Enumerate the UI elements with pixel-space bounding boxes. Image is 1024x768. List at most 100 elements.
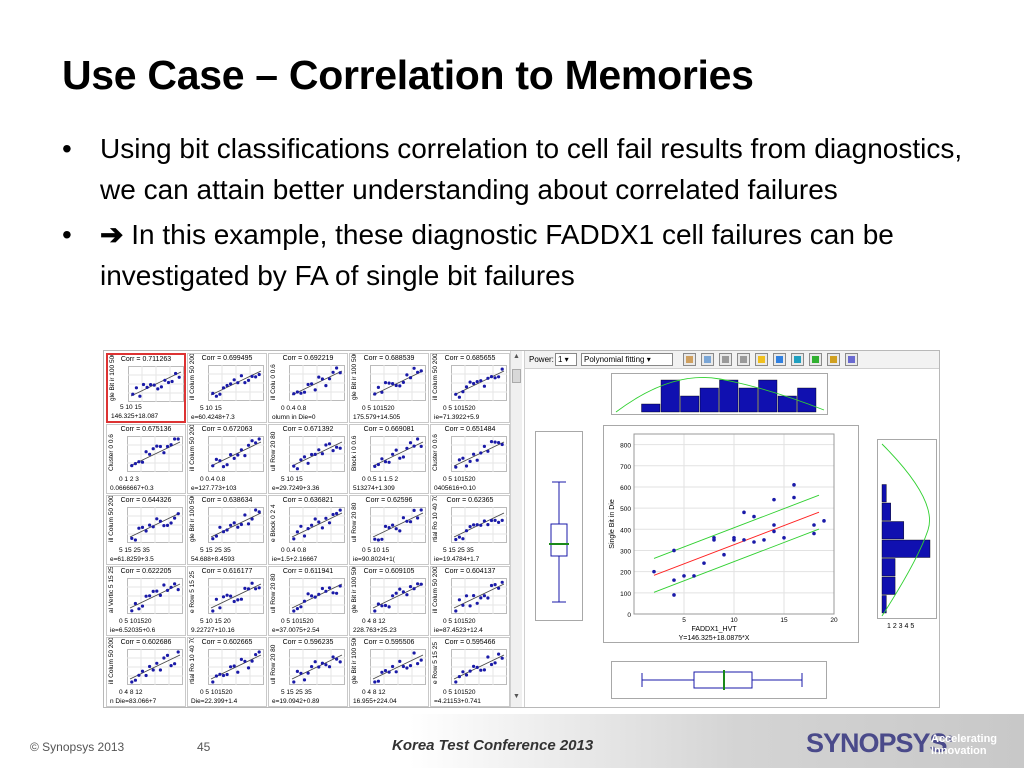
sort-icon[interactable]: [845, 353, 858, 366]
cell-ylabel: Cluster 0 0.6: [432, 434, 439, 471]
mini-scatter-point: [493, 376, 497, 380]
cell-equation: ie=19.4784+1.7: [434, 556, 480, 563]
fit-select[interactable]: Polynomial fitting ▾: [581, 353, 673, 366]
yellow-square-icon[interactable]: [755, 353, 768, 366]
mini-scatter-point: [482, 384, 486, 388]
mini-scatter-point: [236, 381, 240, 385]
mini-scatter-point: [155, 661, 159, 665]
mini-scatter-point: [170, 379, 174, 384]
mini-scatter-point: [412, 508, 416, 512]
pencil-icon[interactable]: [827, 353, 840, 366]
mini-scatter-point: [299, 671, 303, 675]
mini-scatter-point: [313, 517, 317, 521]
cell-xticks: 0 1 2 3: [119, 476, 139, 483]
mini-scatter-point: [229, 523, 233, 527]
cell-xticks: 0 5 101520: [281, 618, 314, 625]
mini-scatter-point: [457, 458, 461, 462]
mini-scatter-point: [416, 437, 420, 441]
power-select[interactable]: 1 ▾: [555, 353, 577, 366]
mini-scatter-point: [405, 666, 409, 670]
mini-scatter-point: [246, 443, 251, 447]
mini-scatter-point: [225, 528, 229, 532]
mini-scatter-point: [155, 444, 159, 448]
cell-ylabel: Block i 0 0.6: [351, 435, 358, 471]
mini-scatter-point: [221, 595, 226, 599]
mini-scatter-point: [454, 392, 458, 396]
scatter-point: [772, 523, 776, 527]
mini-scatter: [289, 649, 345, 685]
mini-scatter-point: [497, 375, 501, 379]
mini-scatter-point: [162, 451, 166, 455]
grid-icon[interactable]: [701, 353, 714, 366]
cell-equation: e=127.773+103: [191, 485, 237, 492]
cyan-square-icon[interactable]: [791, 353, 804, 366]
mini-scatter-point: [497, 441, 501, 445]
mini-scatter: [370, 365, 426, 401]
cell-xticks: 0 4 8 12: [362, 689, 386, 696]
mini-scatter-point: [225, 672, 229, 677]
mini-scatter-point: [398, 659, 402, 663]
mini-scatter-point: [482, 668, 486, 672]
mini-scatter-point: [500, 518, 504, 522]
table-icon[interactable]: [719, 353, 732, 366]
mini-scatter-point: [254, 441, 258, 445]
matrix-scrollbar[interactable]: ▲ ▼: [510, 351, 522, 707]
mini-scatter-point: [380, 390, 384, 394]
scroll-thumb[interactable]: [512, 369, 521, 383]
mini-scatter-point: [133, 538, 137, 542]
mini-scatter: [451, 578, 507, 614]
cell-ylabel: e Row 5 15 25: [189, 571, 196, 613]
cell-xticks: 0 5 101520: [443, 618, 476, 625]
mini-scatter-point: [489, 662, 494, 667]
y-tick-label: 500: [620, 506, 631, 513]
scroll-down-icon[interactable]: ▼: [513, 693, 520, 700]
mini-scatter-point: [394, 591, 398, 595]
scroll-up-icon[interactable]: ▲: [513, 353, 520, 360]
mini-scatter-point: [383, 460, 388, 464]
mini-scatter-point: [137, 460, 141, 464]
cell-xticks: 5 15 25 35: [443, 547, 474, 554]
y-boxplot: [535, 431, 583, 621]
mini-scatter-point: [401, 590, 405, 594]
blue-square-icon[interactable]: [773, 353, 786, 366]
corr-value: Corr = 0.651484: [444, 426, 496, 433]
x-boxplot: [611, 661, 827, 699]
text-icon[interactable]: [737, 353, 750, 366]
mini-scatter-point: [295, 390, 299, 394]
mini-scatter-point: [173, 437, 177, 441]
cell-ylabel: ill Colum 50 200: [432, 566, 439, 613]
mini-scatter-point: [376, 462, 380, 467]
green-square-icon[interactable]: [809, 353, 822, 366]
mini-scatter-point: [162, 583, 166, 587]
brush-icon[interactable]: [683, 353, 696, 366]
mini-scatter-point: [419, 582, 423, 586]
